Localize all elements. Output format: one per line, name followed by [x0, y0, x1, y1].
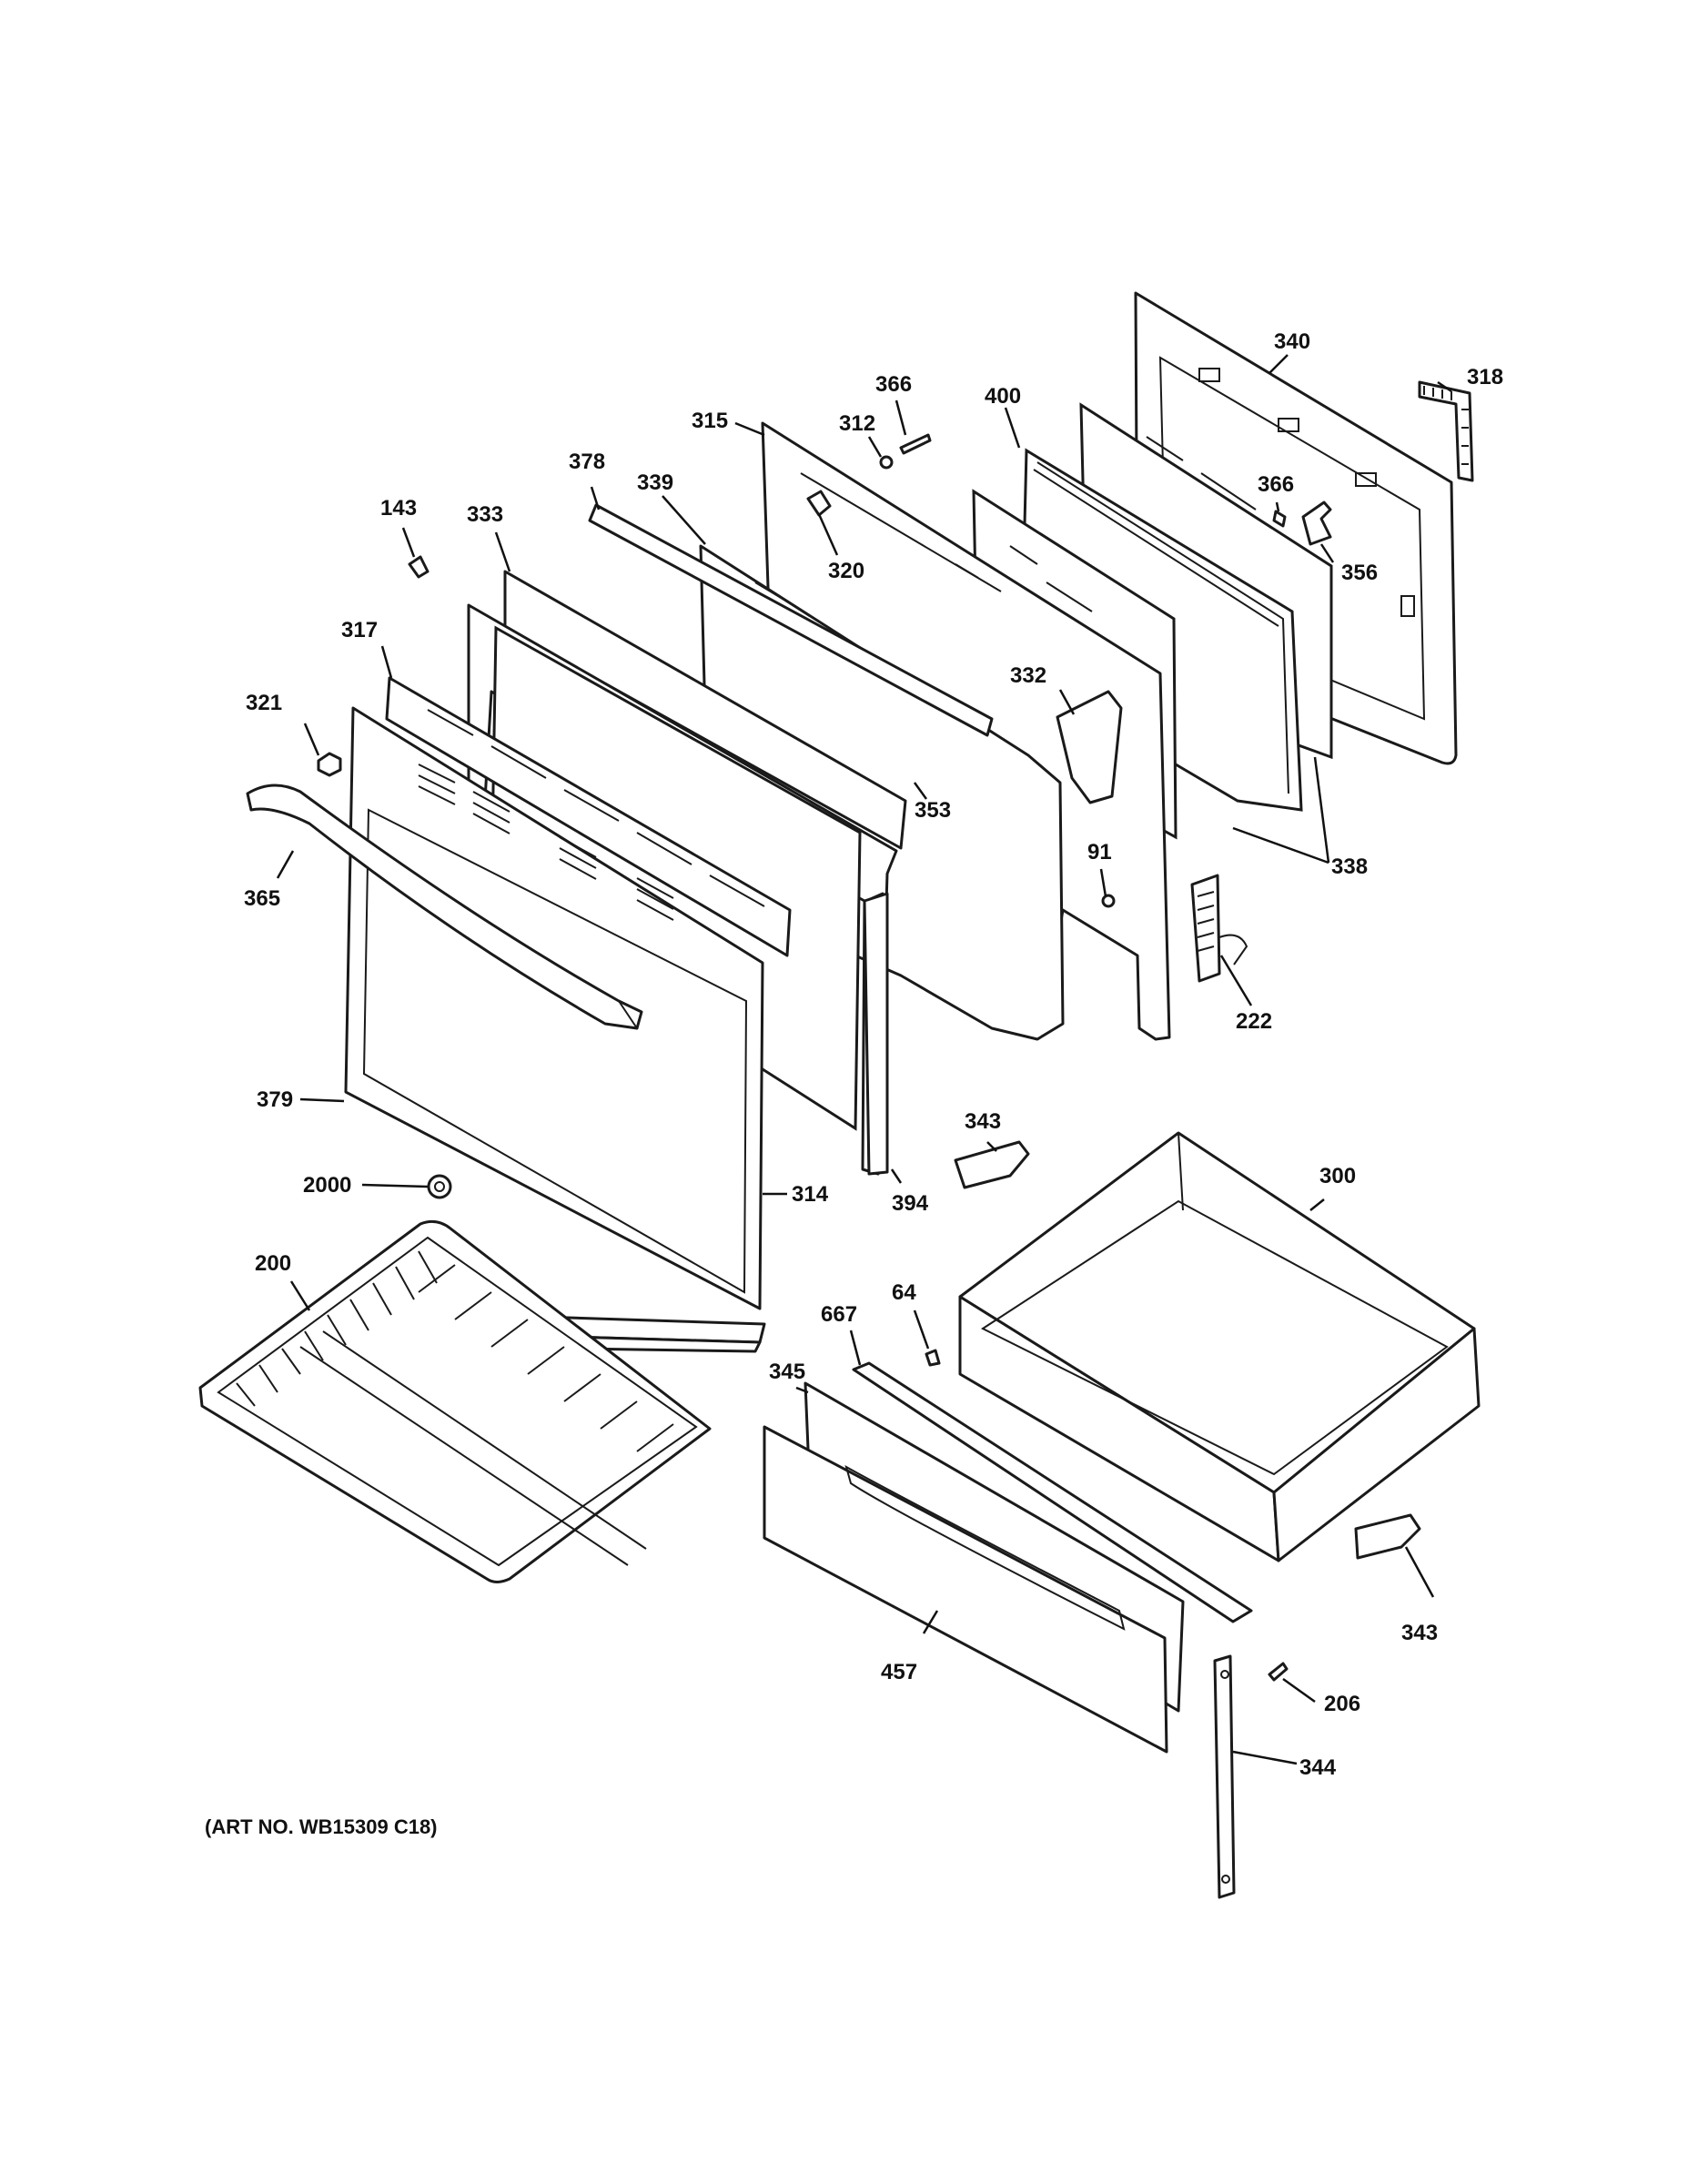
screw-part: [1268, 1662, 1289, 1682]
callout-353: 353: [915, 798, 951, 823]
callout-312: 312: [839, 411, 875, 436]
callout-379: 379: [257, 1087, 293, 1112]
outer-door-panel-part: [344, 706, 764, 1310]
door-hinge-part: [1190, 874, 1248, 983]
callout-366: 366: [1258, 472, 1294, 497]
callout-344: 344: [1299, 1755, 1337, 1780]
callout-339: 339: [637, 470, 673, 495]
hinge-bracket-part: [1272, 500, 1332, 546]
screw-part: [925, 1349, 941, 1367]
callout-338: 338: [1331, 854, 1368, 879]
callout-400: 400: [985, 384, 1021, 409]
callout-200: 200: [255, 1251, 291, 1276]
callout-333: 333: [467, 502, 503, 527]
side-strip-part: [863, 892, 889, 1176]
callout-343: 343: [965, 1109, 1001, 1134]
callout-365: 365: [244, 886, 280, 911]
callout-314: 314: [792, 1182, 829, 1207]
clip-part: [806, 490, 832, 517]
callout-2000: 2000: [303, 1173, 351, 1198]
callout-332: 332: [1010, 663, 1046, 688]
callout-labels: 143 333 378 339 315 366 312 320 400 340 …: [244, 329, 1503, 1780]
callout-345: 345: [769, 1360, 805, 1384]
art-number: (ART NO. WB15309 C18): [205, 1815, 438, 1838]
baffle-part: [1056, 690, 1123, 804]
callout-343: 343: [1401, 1621, 1438, 1645]
callout-300: 300: [1319, 1164, 1356, 1188]
callout-64: 64: [892, 1280, 916, 1305]
vent-bracket-part: [385, 676, 792, 957]
knob-part: [427, 1174, 452, 1199]
callout-206: 206: [1324, 1692, 1360, 1716]
callout-356: 356: [1341, 561, 1378, 585]
callout-667: 667: [821, 1302, 857, 1327]
door-handle-part: [246, 784, 643, 1030]
storage-drawer-part: [958, 1131, 1481, 1562]
callout-143: 143: [380, 496, 417, 521]
callout-317: 317: [341, 618, 378, 642]
callout-321: 321: [246, 691, 282, 715]
top-trim-strip-part: [588, 503, 994, 737]
drawer-front-panel-part: [763, 1425, 1168, 1754]
leader-lines: [276, 354, 1452, 1765]
callout-366: 366: [875, 372, 912, 397]
callout-222: 222: [1236, 1009, 1272, 1034]
callout-340: 340: [1274, 329, 1310, 354]
drawer-side-rail-part: [1213, 1654, 1236, 1899]
drawer-slide-part: [954, 1140, 1030, 1189]
callout-320: 320: [828, 559, 864, 583]
callout-91: 91: [1087, 840, 1112, 864]
nut-part: [317, 752, 342, 777]
screw-part: [879, 433, 932, 470]
drawer-trim-strip-part: [852, 1361, 1253, 1623]
callout-378: 378: [569, 450, 605, 474]
screw-part: [408, 555, 430, 579]
callout-318: 318: [1467, 365, 1503, 389]
callout-315: 315: [692, 409, 728, 433]
screw-part: [1101, 894, 1116, 908]
door-seal-part: [1418, 380, 1474, 482]
callout-457: 457: [881, 1660, 917, 1684]
drawer-slide-part: [1354, 1513, 1421, 1560]
callout-394: 394: [892, 1191, 929, 1216]
oven-rack-part: [198, 1219, 712, 1583]
